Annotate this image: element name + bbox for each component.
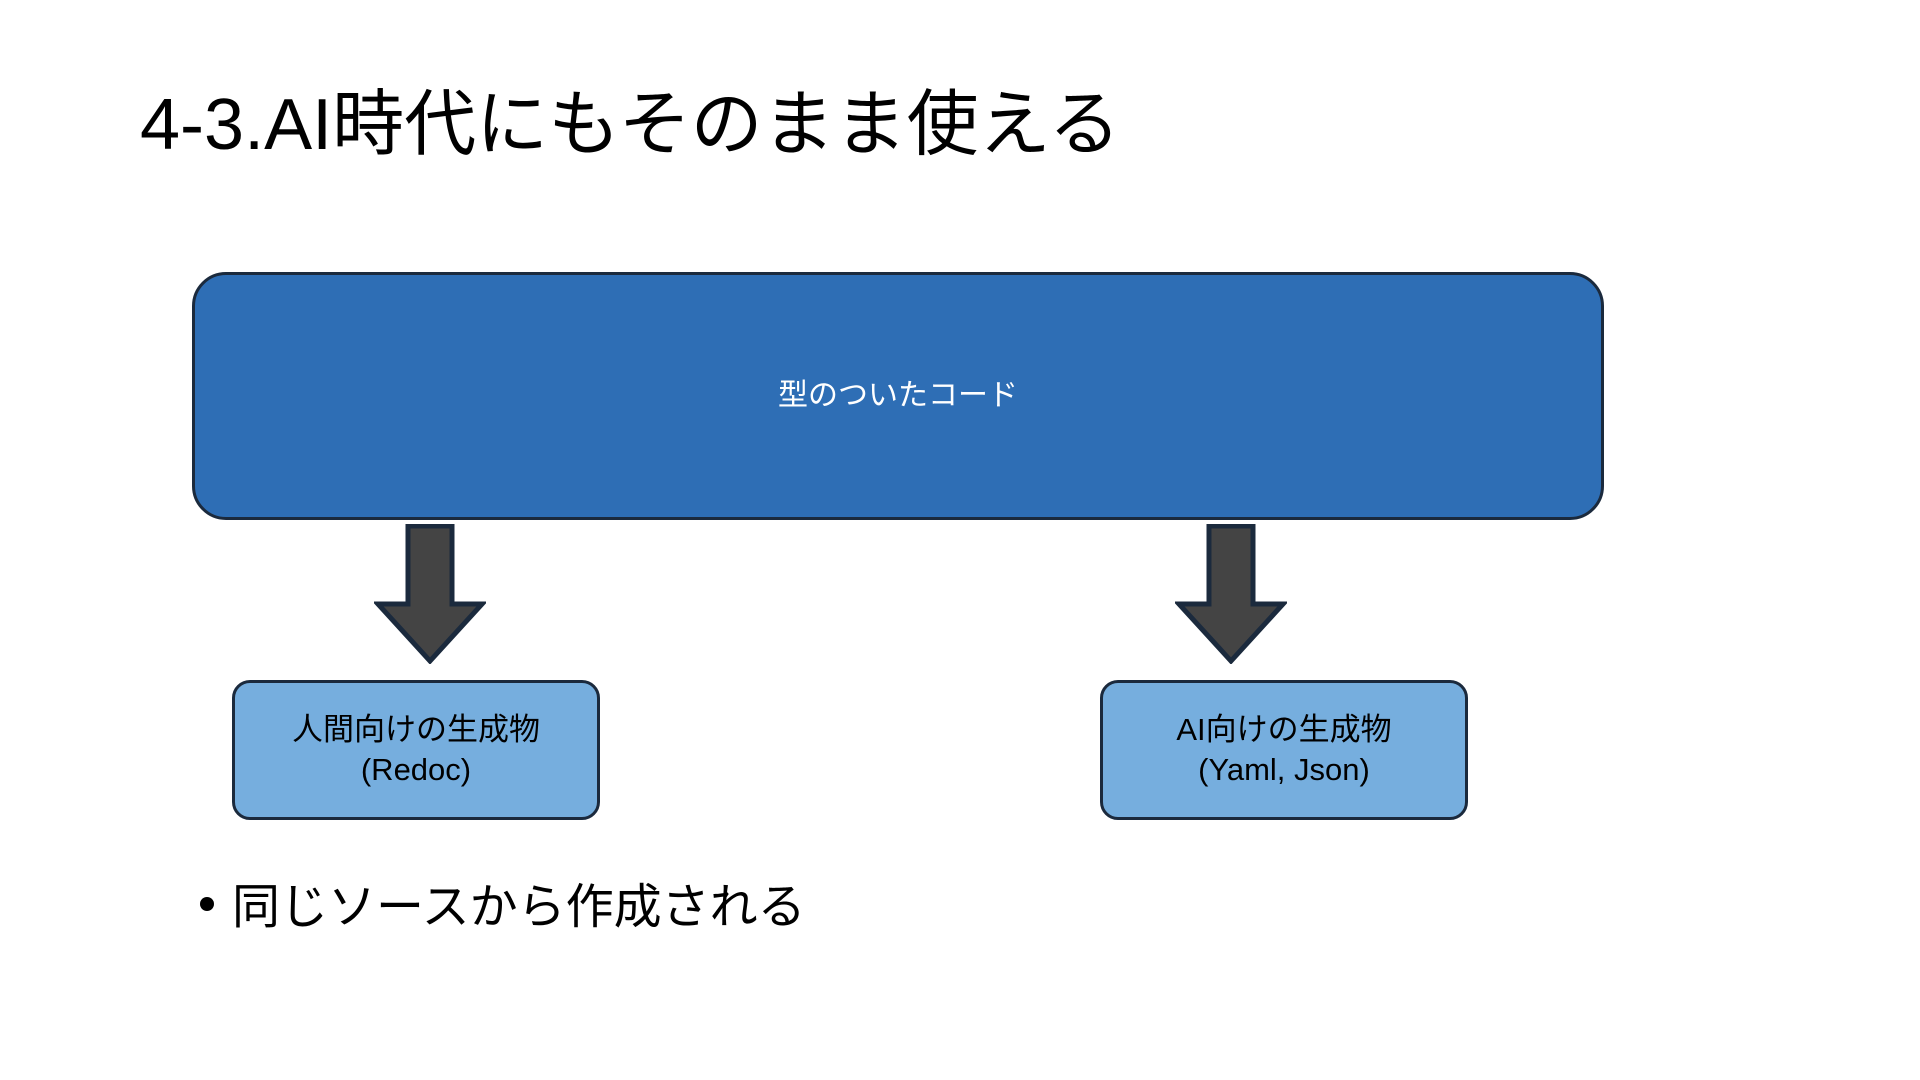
diagram-node-output-ai[interactable]: AI向けの生成物 (Yaml, Json) — [1100, 680, 1468, 820]
diagram-node-output-ai-line1: AI向けの生成物 — [1176, 712, 1392, 748]
bullet-marker-icon — [200, 897, 214, 911]
diagram-node-source[interactable]: 型のついたコード — [192, 272, 1604, 520]
diagram-node-output-ai-line2: (Yaml, Json) — [1198, 752, 1370, 787]
arrow-down-icon-left — [374, 524, 486, 664]
bullet-list-item-text: 同じソースから作成される — [232, 881, 806, 934]
diagram-node-output-human-line1: 人間向けの生成物 — [292, 712, 540, 748]
diagram-node-output-human[interactable]: 人間向けの生成物 (Redoc) — [232, 680, 600, 820]
arrow-down-icon-right — [1175, 524, 1287, 664]
diagram-node-output-human-line2: (Redoc) — [360, 752, 472, 787]
diagram-node-source-label: 型のついたコード — [778, 379, 1018, 412]
bullet-list-item: 同じソースから作成される — [200, 880, 806, 935]
page-title: 4-3.AI時代にもそのまま使える — [140, 85, 1121, 165]
